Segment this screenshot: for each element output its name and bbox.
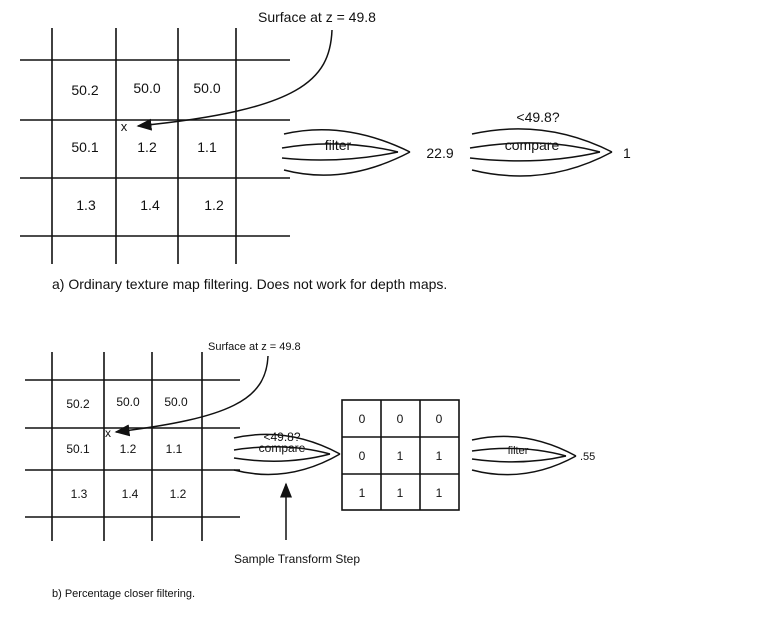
result-grid-border bbox=[341, 399, 460, 511]
surface-label: Surface at z = 49.8 bbox=[208, 341, 301, 353]
filter-label: filter bbox=[325, 137, 352, 153]
depth-cell: 50.1 bbox=[66, 442, 90, 456]
top-diagram: 50.2 50.0 50.0 50.1 1.2 1.1 1.3 1.4 1.2 … bbox=[20, 9, 631, 292]
compare-label: compare bbox=[505, 137, 560, 153]
filter-result: 22.9 bbox=[426, 145, 453, 161]
surface-label: Surface at z = 49.8 bbox=[258, 9, 376, 25]
filter-arrow bbox=[471, 435, 577, 476]
caption-b: b) Percentage closer filtering. bbox=[52, 588, 195, 600]
result-cell: 1 bbox=[436, 449, 443, 463]
depth-cell: 1.4 bbox=[122, 487, 139, 501]
result-cell: 0 bbox=[397, 412, 404, 426]
sample-marker: x bbox=[105, 426, 111, 440]
result-cell: 1 bbox=[359, 486, 366, 500]
compare-arrow bbox=[469, 128, 613, 177]
result-cell: 1 bbox=[436, 486, 443, 500]
filter-label: filter bbox=[508, 445, 529, 457]
depth-cell: 1.2 bbox=[204, 197, 224, 213]
filter-result: .55 bbox=[580, 451, 595, 463]
depth-cell: 50.0 bbox=[116, 395, 140, 409]
result-cell: 0 bbox=[436, 412, 443, 426]
surface-arrow bbox=[136, 29, 333, 131]
depth-cell: 50.0 bbox=[133, 80, 160, 96]
result-cell: 0 bbox=[359, 449, 366, 463]
depth-cell: 50.2 bbox=[66, 397, 90, 411]
depth-cell: 1.1 bbox=[166, 442, 183, 456]
bottom-diagram: 50.2 50.0 50.0 50.1 1.2 1.1 1.3 1.4 1.2 … bbox=[25, 341, 595, 600]
result-cell: 0 bbox=[359, 412, 366, 426]
caption-a: a) Ordinary texture map filtering. Does … bbox=[52, 276, 447, 292]
compare-label: compare bbox=[259, 441, 306, 455]
bottom-depth-grid bbox=[25, 352, 240, 541]
result-cell: 1 bbox=[397, 449, 404, 463]
depth-cell: 1.2 bbox=[137, 139, 157, 155]
depth-cell: 1.1 bbox=[197, 139, 217, 155]
depth-cell: 1.2 bbox=[120, 442, 137, 456]
result-cell: 1 bbox=[397, 486, 404, 500]
depth-cell: 50.1 bbox=[71, 139, 98, 155]
depth-cell: 50.2 bbox=[71, 82, 98, 98]
compare-question: <49.8? bbox=[263, 430, 300, 444]
depth-cell: 50.0 bbox=[164, 395, 188, 409]
filter-arrow bbox=[281, 129, 411, 176]
depth-cell: 50.0 bbox=[193, 80, 220, 96]
depth-cell: 1.3 bbox=[76, 197, 96, 213]
depth-cell: 1.3 bbox=[71, 487, 88, 501]
compare-question: <49.8? bbox=[516, 109, 559, 125]
sample-marker: x bbox=[121, 119, 128, 134]
compare-result: 1 bbox=[623, 145, 631, 161]
compare-arrow bbox=[233, 433, 341, 476]
surface-arrow bbox=[114, 355, 269, 437]
comparison-result-grid bbox=[341, 399, 460, 511]
depth-cell: 1.4 bbox=[140, 197, 160, 213]
depth-cell: 1.2 bbox=[170, 487, 187, 501]
step-label: Sample Transform Step bbox=[234, 552, 360, 566]
top-depth-grid bbox=[20, 28, 290, 264]
